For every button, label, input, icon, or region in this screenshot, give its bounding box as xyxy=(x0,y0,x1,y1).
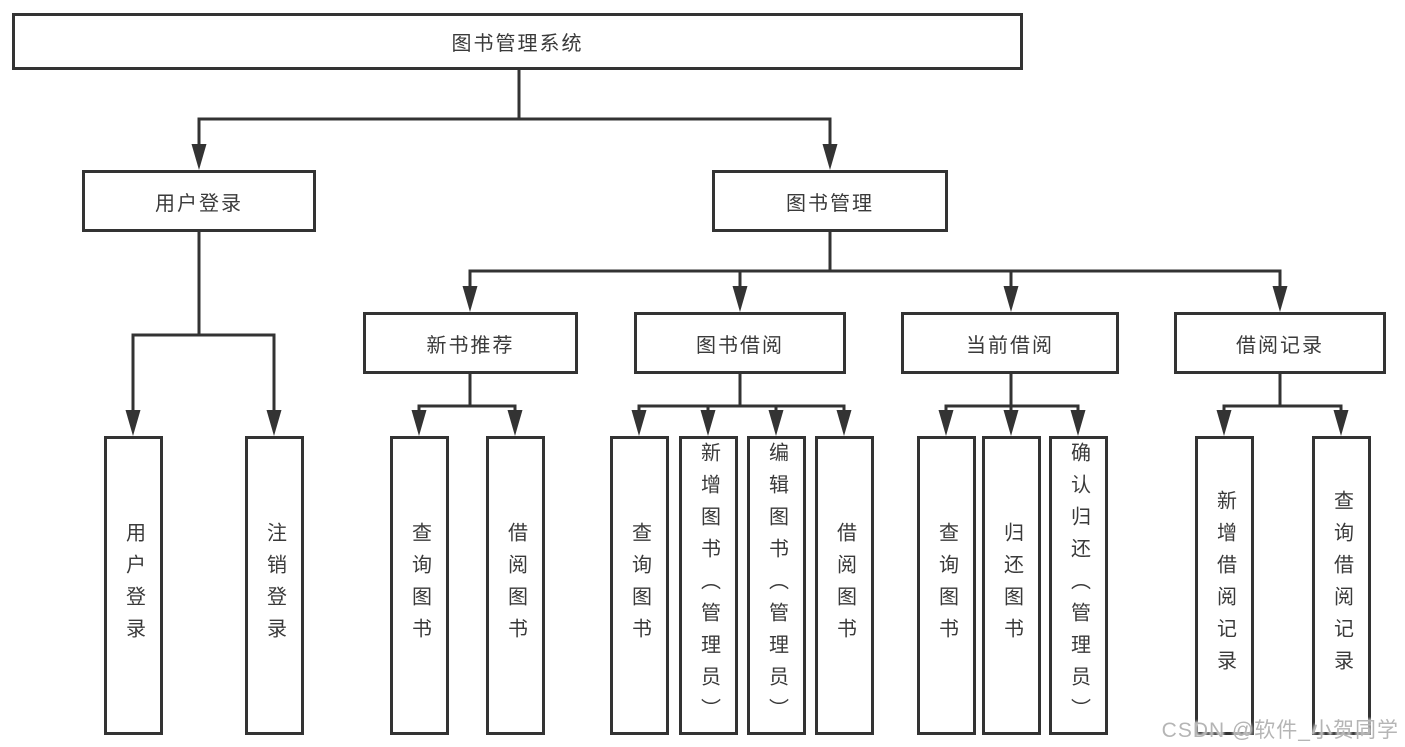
node-label: 图书管理系统 xyxy=(451,33,584,55)
csdn-watermark: CSDN @软件_小贺同学 xyxy=(1161,719,1399,742)
leaf-query-books-recommend: 查询图书 xyxy=(390,436,449,735)
leaf-add-borrow-record: 新增借阅记录 xyxy=(1195,436,1254,735)
leaf-label: 用户登录 xyxy=(122,521,145,650)
leaf-label: 新增图书（管理员） xyxy=(697,441,720,730)
node-label: 当前借阅 xyxy=(966,334,1054,357)
node-label: 图书借阅 xyxy=(696,334,784,357)
leaf-borrow-books: 借阅图书 xyxy=(815,436,874,735)
leaf-label: 查询图书 xyxy=(408,521,431,650)
leaf-confirm-return-admin: 确认归还（管理员） xyxy=(1049,436,1108,735)
leaf-label: 确认归还（管理员） xyxy=(1067,441,1090,730)
arrowhead-icons xyxy=(125,144,1349,436)
leaf-query-borrow-record: 查询借阅记录 xyxy=(1312,436,1371,735)
node-label: 借阅记录 xyxy=(1236,334,1324,357)
leaf-query-books-borrowing: 查询图书 xyxy=(610,436,669,735)
leaf-label: 注销登录 xyxy=(263,521,286,650)
leaf-label: 编辑图书（管理员） xyxy=(765,441,788,730)
node-borrowing-records: 借阅记录 xyxy=(1174,312,1386,374)
node-label: 新书推荐 xyxy=(426,334,515,357)
leaf-add-book-admin: 新增图书（管理员） xyxy=(679,436,738,735)
leaf-label: 查询图书 xyxy=(935,521,958,650)
node-book-borrowing: 图书借阅 xyxy=(634,312,846,374)
leaf-label: 新增借阅记录 xyxy=(1213,489,1236,682)
node-root-system: 图书管理系统 xyxy=(12,13,1023,70)
leaf-borrow-books-recommend: 借阅图书 xyxy=(486,436,545,735)
leaf-return-book: 归还图书 xyxy=(982,436,1041,735)
leaf-query-books-current: 查询图书 xyxy=(917,436,976,735)
leaf-user-login: 用户登录 xyxy=(104,436,163,735)
leaf-logout: 注销登录 xyxy=(245,436,304,735)
node-label: 用户登录 xyxy=(155,192,243,215)
leaf-label: 查询图书 xyxy=(628,521,651,650)
leaf-label: 借阅图书 xyxy=(504,521,527,650)
leaf-edit-book-admin: 编辑图书（管理员） xyxy=(747,436,806,735)
leaf-label: 查询借阅记录 xyxy=(1330,489,1353,682)
node-user-login: 用户登录 xyxy=(82,170,316,232)
leaf-label: 借阅图书 xyxy=(833,521,856,650)
node-label: 图书管理 xyxy=(786,192,874,215)
node-book-management: 图书管理 xyxy=(712,170,948,232)
node-current-borrowing: 当前借阅 xyxy=(901,312,1119,374)
node-new-book-recommend: 新书推荐 xyxy=(363,312,578,374)
leaf-label: 归还图书 xyxy=(1000,521,1023,650)
